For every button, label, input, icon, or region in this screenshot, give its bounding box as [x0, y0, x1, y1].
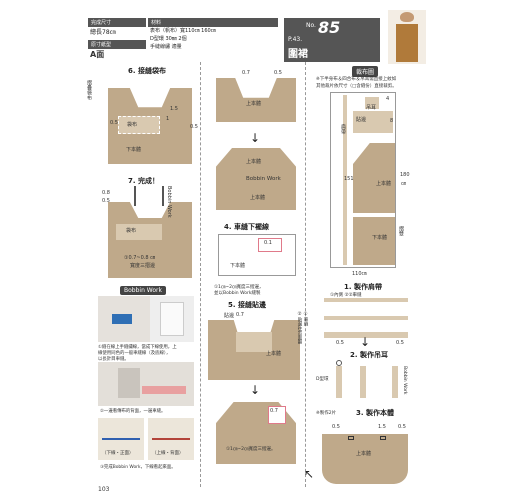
column-divider-1: [200, 62, 201, 487]
cut-cm-label: ㎝: [401, 181, 407, 187]
photo-5: （上線・背面）: [148, 418, 194, 460]
size-label: 完成尺寸: [88, 18, 146, 27]
page-ref: P.43.: [288, 36, 303, 43]
material-label: 材料: [148, 18, 278, 27]
step-5-title: 5. 接縫貼邊: [228, 301, 266, 309]
page-title: 圍裙: [288, 49, 308, 60]
cut-shoulder-label: 肩帶: [340, 124, 346, 134]
step-2-title: 2. 製作吊耳: [350, 351, 388, 359]
mid-diagram-4: 0.1 下本體: [218, 234, 298, 280]
apron-photo: [388, 10, 426, 64]
cut-loop-label: 吊耳: [366, 105, 377, 111]
cutting-title: 裁布圖: [352, 66, 379, 77]
cut-upper-label: 上本體: [376, 181, 392, 187]
step-6-side-note: 摺疊袋布: [86, 80, 92, 100]
step-7-title: 7. 完成！: [128, 177, 159, 185]
material-line-1: 表布（帆布）寬110㎝ 160㎝: [150, 28, 216, 34]
cut-patch-label: 貼邊: [356, 117, 367, 123]
header: 完成尺寸 總長78㎝ 原寸紙型 A面 材料 表布（帆布）寬110㎝ 160㎝ D…: [88, 10, 508, 64]
photo-1: [98, 296, 150, 342]
patch-piece: [353, 111, 393, 133]
mid-diagram-5: 貼邊 上本體 0.7: [206, 310, 302, 382]
mid-diagram-2: 上本體 Bobbin Work 上本體: [212, 148, 298, 212]
step-3-title: 3. 製作本體: [356, 409, 394, 417]
bobbin-work-badge: Bobbin Work: [120, 286, 166, 295]
lower-body-label: 下本體: [126, 147, 142, 153]
arrow-down-2: ↓: [250, 383, 261, 397]
cut-110-label: 110㎝: [352, 271, 367, 277]
arrow-loop: ↖: [304, 467, 315, 481]
material-line-3: 手縫線繡 適量: [150, 44, 182, 50]
step-4-title: 4. 車縫下襬線: [224, 223, 269, 231]
cutting-note-2: 其他裁片依尺寸（□含縫份）直接裁剪。: [316, 84, 397, 89]
photo-note-2: ②一邊看傳布的背面，一邊車縫。: [100, 409, 166, 414]
cut-fold-label: 摺雙: [398, 226, 404, 236]
no-value: 85: [318, 18, 341, 37]
mid-diagram-1: 上本體 0.7 0.5: [212, 70, 298, 126]
bobbin-work-label: Bobbin Work: [166, 186, 172, 218]
lower-body-piece: [353, 217, 395, 265]
upper-body-piece: [353, 143, 395, 213]
step-6-diagram: 袋布 下本體 1.5 1 0.5 0.5: [100, 76, 198, 170]
cutting-layout: [330, 92, 396, 268]
step-3-diagram: 上本體 0.5 1.5 0.5: [318, 420, 412, 488]
step-6-title: 6. 接縫袋布: [128, 67, 166, 75]
photo-4: （下線・正面）: [98, 418, 144, 460]
arrow-down-1: ↓: [250, 131, 261, 145]
cut-8-label: 8: [390, 118, 394, 124]
arrow-down-3: ↓: [360, 335, 371, 349]
cut-151-label: 151: [344, 176, 354, 182]
mid-note: ①1㎝~2㎝寬度三摺邊， 並以Bobbin Work縫製: [214, 285, 264, 296]
size-value: 總長78㎝: [90, 29, 116, 36]
strap-piece: [343, 95, 347, 265]
title-block: No. 85 P.43. 圍裙: [284, 18, 380, 62]
page-number: 103: [98, 486, 110, 493]
pattern-value: A面: [90, 50, 105, 59]
photo-note-1: ①縫在線上手縫繡線，當成下線使用，上 線使用同色的一般車縫線（及底線）， 以長針…: [98, 345, 177, 362]
material-line-2: D型環 30㎜ 2個: [150, 36, 187, 42]
step-1-title: 1. 製作肩帶: [344, 283, 382, 291]
step-2-diagram: D型環 Bobbin Work: [316, 360, 412, 404]
cut-4-label: 4: [386, 96, 390, 102]
photo-2: [150, 296, 194, 342]
patch-note: ①車縫 ②貼邊往背面翻: [297, 312, 308, 344]
mid-diagram-6: 0.7 ①1㎝~2㎝寬度三摺邊。: [212, 402, 298, 466]
step-7-diagram: 袋布 ①0.7~0.8 ㎝ 寬度三摺邊 0.8 0.5: [100, 186, 196, 282]
cutting-note-1: ※下半身布＆四合布＆吊耳需直接上紋如: [316, 77, 397, 82]
photo-note-3: ③完成Bobbin Work，下線看起來面。: [100, 465, 176, 470]
photo-3: [98, 362, 194, 406]
loop-piece: [365, 97, 379, 109]
cut-lower-label: 下本體: [372, 235, 388, 241]
column-divider-2: [305, 62, 306, 487]
no-label: No.: [306, 22, 316, 29]
cut-180-label: 180: [400, 172, 410, 178]
pocket-outline: 袋布: [118, 116, 160, 134]
step-1-diagram: ①內側 ②②車縫 0.5 0.5: [316, 292, 412, 346]
pattern-label: 原寸紙型: [88, 40, 146, 49]
step-2-note: ※製作2片: [316, 411, 337, 416]
